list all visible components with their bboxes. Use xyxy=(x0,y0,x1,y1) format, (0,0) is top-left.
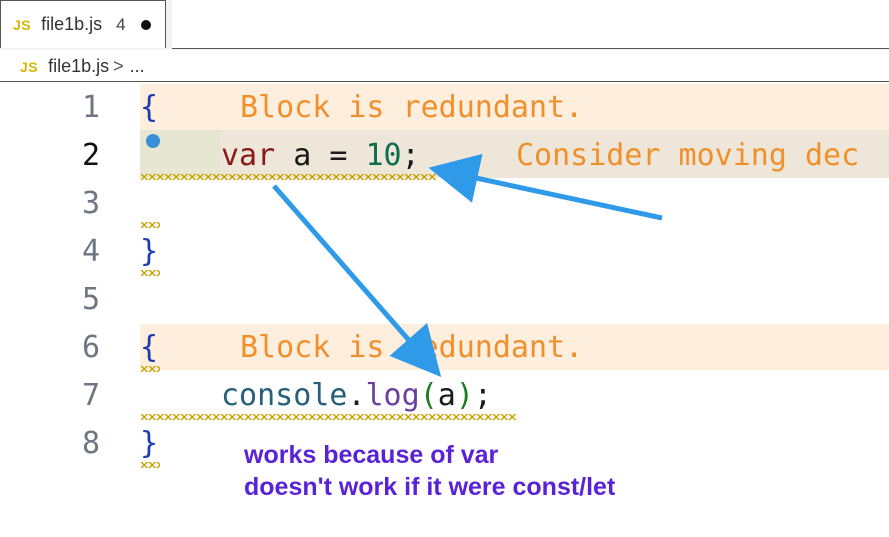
breadcrumb-symbols[interactable]: ... xyxy=(129,56,145,76)
inlay-hint: Consider moving dec xyxy=(516,138,860,173)
line-number: 5 xyxy=(81,282,100,317)
problem-count-badge: 4 xyxy=(116,14,126,34)
code-token: ( xyxy=(419,378,438,413)
unsaved-dot-icon[interactable] xyxy=(140,19,151,30)
lightbulb-icon[interactable] xyxy=(146,134,160,148)
tab-bar-empty-area xyxy=(172,0,889,49)
close-brace: } xyxy=(140,234,159,269)
line-number: 8 xyxy=(81,426,100,461)
code-token: console xyxy=(221,378,348,413)
line-1-hint-highlight xyxy=(140,84,889,130)
line-6-hint-highlight xyxy=(140,324,889,370)
close-brace: } xyxy=(140,426,159,461)
line-number: 2 xyxy=(81,138,100,173)
breadcrumb: JS file1b.js > ... xyxy=(0,52,889,82)
open-brace: { xyxy=(140,90,159,125)
semicolon: ; xyxy=(401,138,420,173)
inlay-hint: Block is redundant. xyxy=(240,90,584,125)
warning-squiggle xyxy=(140,270,160,276)
semicolon: ; xyxy=(473,378,492,413)
warning-squiggle xyxy=(140,174,437,180)
breadcrumb-file[interactable]: file1b.js xyxy=(48,56,110,76)
chevron-right-icon: > xyxy=(113,56,124,76)
code-token: a xyxy=(437,378,456,413)
code-line-7: console.log(a); xyxy=(221,372,492,420)
code-token: ) xyxy=(455,378,474,413)
code-editor[interactable]: 1 2 3 4 5 6 7 8 { Block is redundant. va… xyxy=(0,84,889,537)
open-brace: { xyxy=(140,330,159,365)
number-literal: 10 xyxy=(365,138,402,173)
keyword-var: var xyxy=(221,138,276,173)
annotation-note: doesn't work if it were const/let xyxy=(244,473,616,501)
tab-file1b[interactable]: JS file1b.js 4 xyxy=(0,0,166,48)
javascript-file-icon: JS xyxy=(20,58,39,75)
line-number: 7 xyxy=(81,378,100,413)
inlay-hint: Block is redundant. xyxy=(240,330,584,365)
code-token: log xyxy=(365,378,420,413)
annotation-note: works because of var xyxy=(244,441,499,469)
line-number: 3 xyxy=(81,186,100,221)
warning-squiggle xyxy=(140,462,160,468)
tab-label: file1b.js xyxy=(41,14,103,34)
code-token: a = xyxy=(275,138,366,173)
javascript-file-icon: JS xyxy=(13,16,32,33)
line-number: 4 xyxy=(81,234,100,269)
tab-bar: JS file1b.js 4 xyxy=(0,0,889,50)
code-token: . xyxy=(347,378,366,413)
warning-squiggle xyxy=(140,366,160,372)
line-number: 1 xyxy=(81,90,100,125)
warning-squiggle xyxy=(140,222,160,228)
warning-squiggle xyxy=(140,414,517,420)
code-line-2: var a = 10; xyxy=(221,132,420,180)
line-number: 6 xyxy=(81,330,100,365)
